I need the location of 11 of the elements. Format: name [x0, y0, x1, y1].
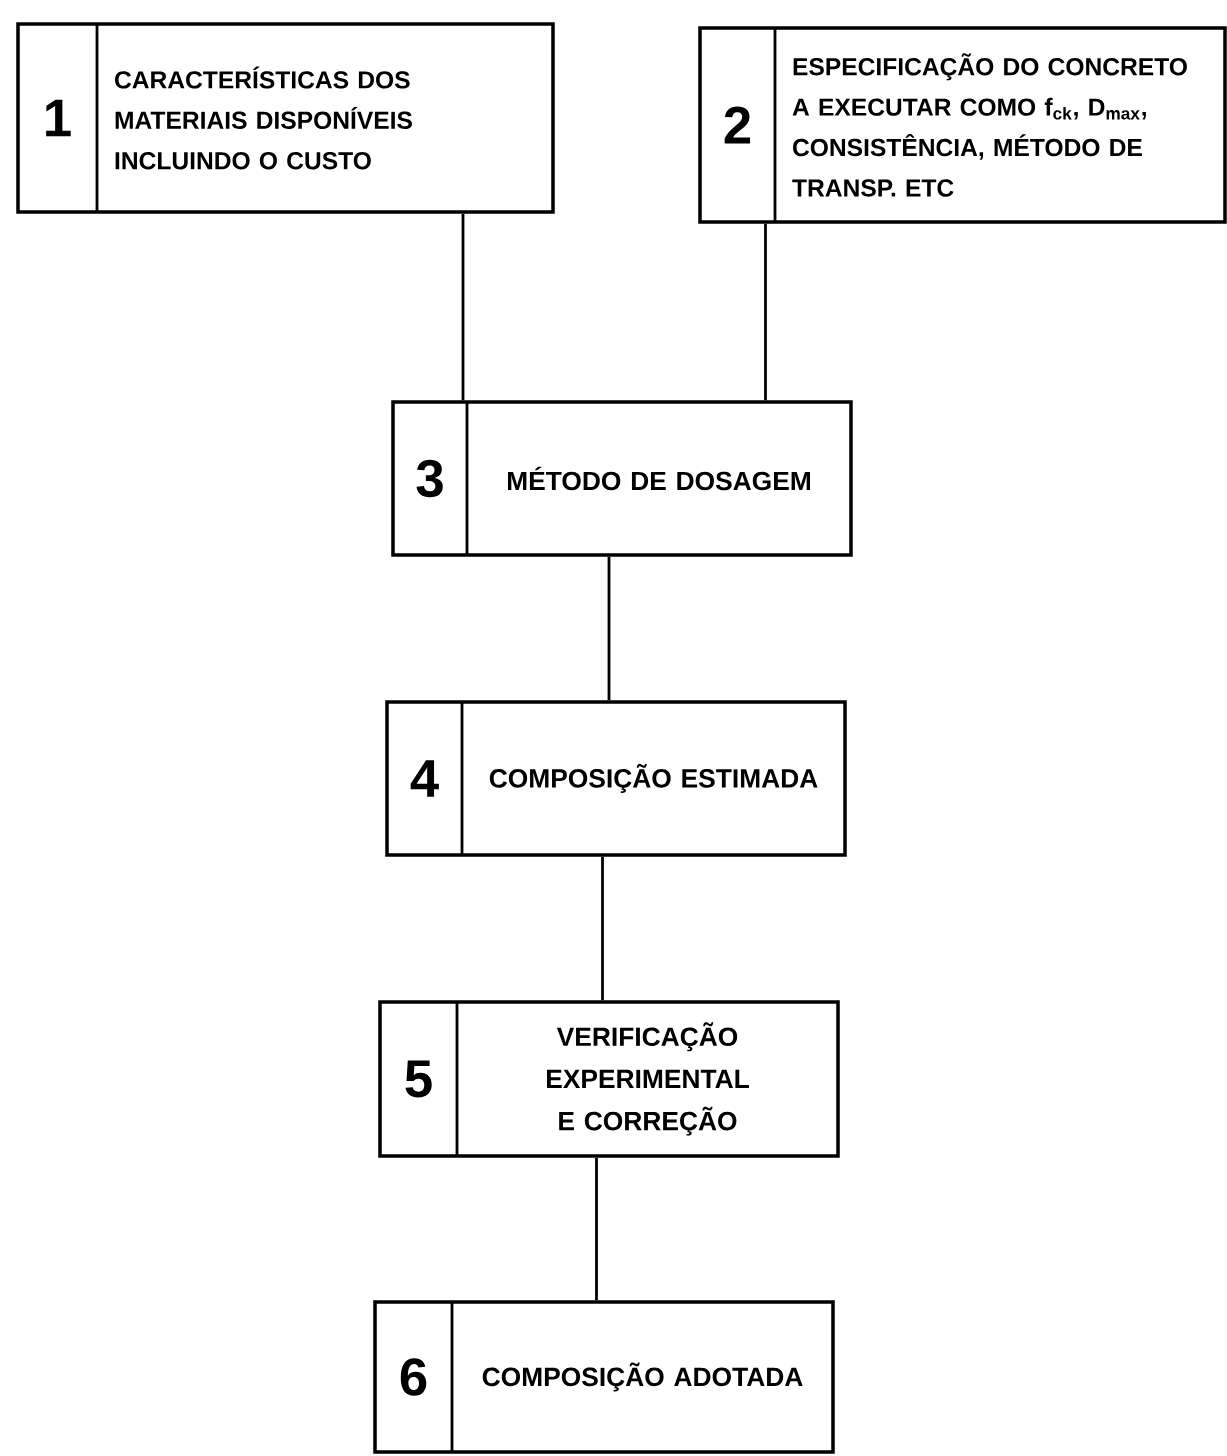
- connector-line: [601, 856, 604, 1001]
- process-box: 5 VERIFICAÇÃO EXPERIMENTAL E CORREÇÃO: [378, 1000, 840, 1158]
- connector-line: [461, 213, 465, 401]
- process-box: 6 COMPOSIÇÃO ADOTADA: [373, 1300, 835, 1454]
- process-box: 4 COMPOSIÇÃO ESTIMADA: [385, 700, 847, 857]
- connector-line: [607, 556, 611, 701]
- connector-line: [595, 1157, 598, 1301]
- process-box: 2 ESPECIFICAÇÃO DO CONCRETO A EXECUTAR COMO f$_{ck}$, D$_{max}$, CONSISTÊNCIA, MÉTODO DE TRANSP. ETC: [698, 26, 1227, 224]
- process-box: 1 CARACTERÍSTICAS DOS MATERIAIS DISPONÍVEIS INCLUINDO O CUSTO: [16, 22, 555, 214]
- process-box: 3 MÉTODO DE DOSAGEM: [391, 400, 853, 557]
- connector-line: [764, 223, 767, 401]
